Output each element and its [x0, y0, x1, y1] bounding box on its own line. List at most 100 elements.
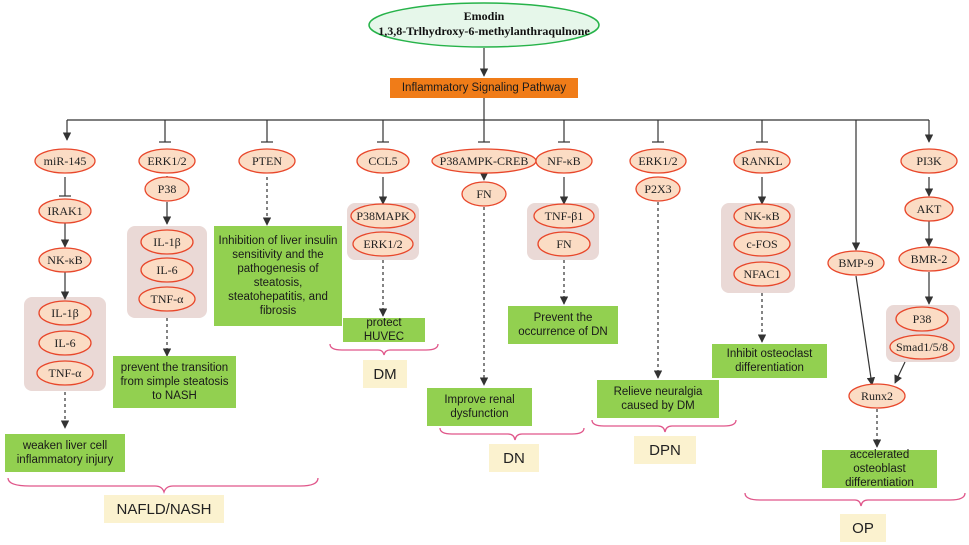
outcome-prevent-dn: Prevent the occurrence of DN — [508, 306, 618, 344]
brace-dn — [439, 427, 585, 441]
node-oval-shape — [629, 148, 687, 174]
outcome-accelerated-osteoblast-text: accelerated osteoblast differentiation — [845, 449, 914, 489]
node-mir145: miR-145 — [34, 148, 96, 174]
node-label: PTEN — [252, 154, 282, 168]
node-label: CCL5 — [368, 154, 397, 168]
node-bmp9: BMP-9 — [827, 250, 885, 276]
node-label: PI3K — [916, 154, 942, 168]
node-p38mapk: P38MAPK — [350, 203, 416, 229]
node-irak1: IRAK1 — [38, 198, 92, 224]
node-oval-shape — [900, 148, 958, 174]
node-erk12-3: ERK1/2 — [629, 148, 687, 174]
node-oval-shape — [461, 181, 507, 207]
node-oval-shape — [38, 300, 92, 326]
node-label: P2X3 — [644, 182, 671, 196]
node-tnfa-2: TNF-α — [138, 286, 196, 312]
node-pten: PTEN — [238, 148, 296, 174]
node-label: FN — [556, 237, 572, 251]
node-oval-shape — [140, 229, 194, 255]
node-bmr2: BMR-2 — [898, 246, 960, 272]
node-ccl5: CCL5 — [356, 148, 410, 174]
node-label: TNF-α — [49, 366, 83, 380]
node-smad: Smad1/5/8 — [889, 334, 955, 360]
node-label: TNF-α — [151, 292, 185, 306]
node-oval-shape — [827, 250, 885, 276]
node-label: IL-1β — [153, 235, 180, 249]
node-nkkb-1: NK-κB — [38, 247, 92, 273]
disease-dn-text: DN — [503, 449, 525, 467]
node-label: P38 — [158, 182, 177, 196]
outcome-protect-huvec-text: protect HUVEC — [363, 317, 405, 343]
node-label: ERK1/2 — [363, 237, 402, 251]
node-oval-shape — [635, 176, 681, 202]
disease-nafld: NAFLD/NASH — [104, 495, 224, 523]
node-oval-shape — [533, 203, 595, 229]
node-oval-shape — [352, 231, 414, 257]
disease-dpn-text: DPN — [649, 441, 681, 459]
disease-dn: DN — [489, 444, 539, 472]
disease-dm-text: DM — [373, 365, 397, 383]
outcome-relieve-neuralgia: Relieve neuralgia caused by DM — [597, 380, 719, 418]
node-p38-2: P38 — [895, 306, 949, 332]
node-il6-1: IL-6 — [38, 330, 92, 356]
pathway-title-box: Inflammatory Signaling Pathway — [390, 78, 578, 98]
node-p38ampk: P38AMPK-CREB — [431, 148, 537, 174]
disease-op-text: OP — [852, 519, 874, 537]
node-oval-shape — [34, 148, 96, 174]
node-oval-shape — [904, 196, 954, 222]
braces — [7, 343, 966, 507]
outcome-weaken: weaken liver cell inflammatory injury — [5, 434, 125, 472]
node-il1b-1: IL-1β — [38, 300, 92, 326]
node-akt: AKT — [904, 196, 954, 222]
node-label: P38MAPK — [356, 209, 410, 223]
node-oval-shape — [356, 148, 410, 174]
node-erk12-2: ERK1/2 — [352, 231, 414, 257]
node-oval-shape — [138, 286, 196, 312]
node-tnfb1: TNF-β1 — [533, 203, 595, 229]
brace-nafld — [7, 477, 319, 495]
pathway-nodes: miR-145IRAK1NK-κBIL-1βIL-6TNF-αERK1/2P38… — [34, 148, 960, 409]
node-label: BMP-9 — [838, 256, 873, 270]
node-rankl: RANKL — [733, 148, 791, 174]
node-label: TNF-β1 — [545, 209, 584, 223]
node-label: NF-κB — [547, 154, 580, 168]
node-oval-shape — [38, 330, 92, 356]
connectors — [59, 48, 934, 448]
node-label: IL-6 — [156, 263, 177, 277]
node-nfac1: NFAC1 — [733, 261, 791, 287]
brace-dm — [329, 343, 439, 356]
outcome-prevent-transition-text: prevent the transition from simple steat… — [120, 362, 229, 402]
node-pi3k: PI3K — [900, 148, 958, 174]
node-label: Smad1/5/8 — [896, 340, 948, 354]
outcome-prevent-transition: prevent the transition from simple steat… — [113, 356, 236, 408]
node-oval-shape — [238, 148, 296, 174]
brace-op — [744, 492, 966, 507]
node-oval-shape — [895, 306, 949, 332]
outcome-inhibit-osteoclast-text: Inhibit osteoclast differentiation — [726, 348, 813, 374]
outcome-prevent-dn-text: Prevent the occurrence of DN — [518, 312, 608, 338]
node-oval-shape — [144, 176, 190, 202]
node-oval-shape — [38, 247, 92, 273]
node-label: IRAK1 — [47, 204, 82, 218]
node-label: FN — [476, 187, 492, 201]
node-fn-1: FN — [461, 181, 507, 207]
node-oval-shape — [733, 261, 791, 287]
disease-dm: DM — [363, 360, 407, 388]
node-oval-shape — [733, 148, 791, 174]
node-label: NK-κB — [744, 209, 779, 223]
outcome-accelerated-osteoblast: accelerated osteoblast differentiation — [822, 449, 937, 489]
node-runx2: Runx2 — [848, 383, 906, 409]
node-fn-2: FN — [537, 231, 591, 257]
outcome-relieve-neuralgia-text: Relieve neuralgia caused by DM — [613, 386, 703, 412]
node-label: NFAC1 — [743, 267, 780, 281]
brace-dpn — [591, 419, 737, 433]
node-label: AKT — [917, 202, 942, 216]
node-oval-shape — [535, 148, 593, 174]
node-label: Runx2 — [861, 389, 893, 403]
node-label: IL-6 — [54, 336, 75, 350]
node-oval-shape — [36, 360, 94, 386]
outcome-inhibit-osteoclast: Inhibit osteoclast differentiation — [712, 344, 827, 378]
node-label: RANKL — [741, 154, 782, 168]
node-label: c-FOS — [746, 237, 777, 251]
disease-dpn: DPN — [634, 436, 696, 464]
